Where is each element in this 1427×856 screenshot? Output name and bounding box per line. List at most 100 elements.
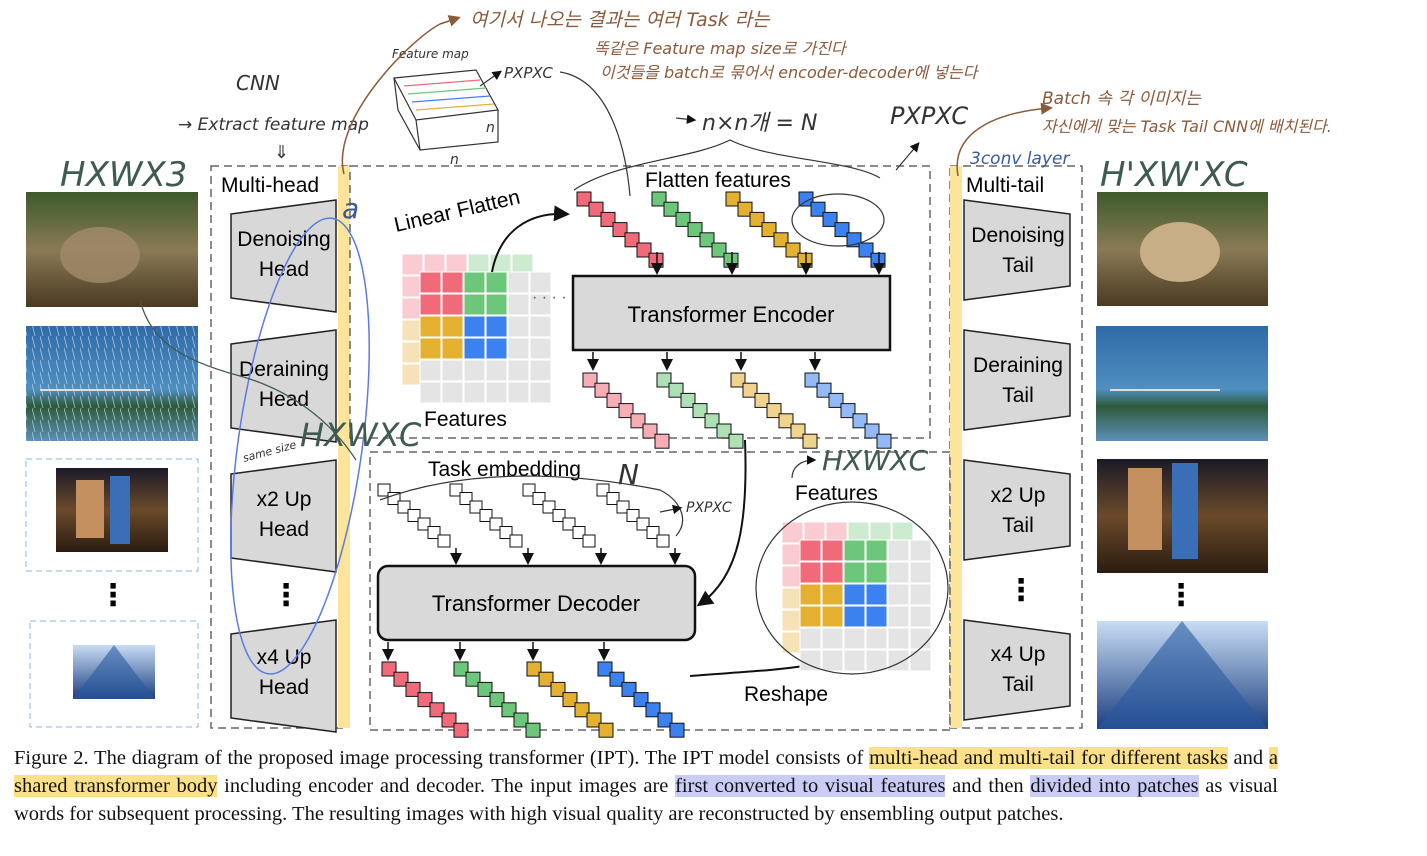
encoder-grid-cell xyxy=(463,293,486,316)
decoder-grid-back-cell xyxy=(781,521,804,544)
hw-brown-curve-1 xyxy=(341,15,461,175)
multi-tail-label: Multi-tail xyxy=(966,174,1044,197)
decoder-grid-cell xyxy=(887,539,910,562)
decoder-out-seq-1-patch xyxy=(501,702,517,718)
reshape-label: Reshape xyxy=(744,683,828,706)
decoder-grid-cell xyxy=(909,605,932,628)
decoder-grid-cell xyxy=(799,539,822,562)
encoder-grid-cell xyxy=(507,315,530,338)
rain-overlay xyxy=(26,326,198,441)
caption-highlight-multi-head: multi-head and multi-tail for different … xyxy=(869,747,1228,769)
x4-up-tail-line1: x4 Up xyxy=(991,643,1046,666)
task-embedding-seq-patch xyxy=(646,526,660,539)
deraining-tail: Deraining Tail xyxy=(963,329,1071,431)
hw-korean-1: 여기서 나오는 결과는 여러 Task 라는 xyxy=(470,9,771,31)
task-embedding-seq-patch xyxy=(572,526,586,539)
multi-head-label: Multi-head xyxy=(221,174,319,197)
x2-up-head-line2: Head xyxy=(259,518,309,541)
ipt-diagram: ⋮ ⋮ Multi-head Denoising Head Deraining … xyxy=(25,9,1332,738)
multi-head-block: Multi-head Denoising Head Deraining Head… xyxy=(210,165,350,733)
grid-dots: · · · · xyxy=(532,289,567,306)
decoder-grid-cell xyxy=(909,561,932,584)
decoder-grid-cell xyxy=(843,583,866,606)
encoder-grid-cell xyxy=(441,337,464,360)
encoder-out-seq-2-patch xyxy=(802,433,818,449)
task-embedding-seq-patch xyxy=(626,509,640,522)
decoder-grid-cell xyxy=(843,561,866,584)
flatten-seq-2-patch xyxy=(761,222,777,238)
hw-hxwxc-2: HXWXC xyxy=(822,444,929,477)
encoder-out-seq-3-patch xyxy=(876,433,892,449)
decoder-out-seq-2-patch xyxy=(586,712,602,728)
decoder-out-seq-0-patch xyxy=(393,671,409,687)
decoder-region: Task embedding Transformer Decoder Resha… xyxy=(369,439,951,738)
encoder-out-seq-0-patch xyxy=(582,372,598,388)
encoder-grid-cell xyxy=(485,337,508,360)
decoder-grid-cell xyxy=(865,605,888,628)
tail-ellipsis: ⋮ xyxy=(1006,574,1036,607)
decoder-out-seq-2-patch xyxy=(550,681,566,697)
encoder-grid-cell xyxy=(463,381,486,404)
encoder-grid-cell xyxy=(419,315,442,338)
decoder-output-sequences xyxy=(381,661,685,738)
encoder-grid-cell xyxy=(529,271,552,294)
task-embedding-seq-patch xyxy=(489,517,503,531)
decoder-grid-cell xyxy=(821,649,844,672)
caption-text-3: including encoder and decoder. The input… xyxy=(217,775,676,797)
flatten-seq-0-patch xyxy=(648,252,664,268)
task-embedding-seq-patch xyxy=(469,500,483,514)
x4-up-head-line2: Head xyxy=(259,676,309,699)
encoder-grid-cell xyxy=(441,359,464,382)
x4-up-tail-line2: Tail xyxy=(1002,673,1034,696)
decoder-out-seq-3-patch xyxy=(609,671,625,687)
hw-dark-path xyxy=(139,299,357,461)
encoder-out-seq-1-patch xyxy=(692,403,708,419)
decoder-out-seq-3-patch xyxy=(657,712,673,728)
encoder-grid-cell xyxy=(463,271,486,294)
encoder-grid-cell xyxy=(419,271,442,294)
hw-circle-blue-seq xyxy=(791,193,885,247)
encoder-out-seq-3-patch xyxy=(864,423,880,439)
hw-task-arrow xyxy=(659,504,683,515)
task-embedding-seq-patch xyxy=(582,534,596,548)
encoder-out-seq-0-patch xyxy=(618,403,634,419)
flatten-seq-1-patch xyxy=(663,201,679,217)
flatten-seq-3-patch xyxy=(810,201,826,217)
decoder-out-seq-0-patch xyxy=(417,692,433,708)
transformer-encoder-label: Transformer Encoder xyxy=(627,302,834,327)
encoder-out-seq-0-patch xyxy=(594,382,610,398)
linear-flatten-label: Linear Flatten xyxy=(392,186,522,237)
task-embedding-seq-patch xyxy=(437,534,451,548)
output-image-lake xyxy=(1096,326,1268,441)
encoder-grid-cell xyxy=(507,337,530,360)
task-embedding-arrows xyxy=(450,548,681,565)
task-embedding-seq-patch xyxy=(459,492,473,505)
flatten-seq-1-patch xyxy=(723,252,739,268)
multi-head-bar xyxy=(338,166,350,728)
decoder-feature-grid xyxy=(781,521,932,672)
decoder-out-seq-2-patch xyxy=(538,671,554,687)
encoder-out-seq-3-patch xyxy=(828,392,844,408)
encoder-out-seq-0-patch xyxy=(630,413,646,429)
decoder-grid-cell xyxy=(865,561,888,584)
hw-cnn: CNN xyxy=(236,71,280,95)
hw-extract: → Extract feature map xyxy=(178,115,369,135)
flatten-seq-3-patch xyxy=(822,211,838,227)
encoder-grid-cell xyxy=(441,271,464,294)
caption-text-5: as visual words for subsequent processin… xyxy=(14,775,1278,825)
decoder-grid-cell xyxy=(887,605,910,628)
encoder-grid-cell xyxy=(485,315,508,338)
denoising-tail-line2: Tail xyxy=(1002,254,1034,277)
deraining-tail-line2: Tail xyxy=(1002,384,1034,407)
x4-up-head-line1: x4 Up xyxy=(257,646,312,669)
denoising-head-shape xyxy=(230,199,337,313)
flatten-seq-0-patch xyxy=(636,242,652,258)
x2-up-head-shape xyxy=(230,459,337,573)
denoising-tail: Denoising Tail xyxy=(963,199,1071,301)
flatten-seq-2-patch xyxy=(725,191,741,207)
decoder-grid-cell xyxy=(799,561,822,584)
flatten-seq-0-patch xyxy=(576,191,592,207)
encoder-grid-back-cell xyxy=(401,253,424,276)
decoder-grid-cell xyxy=(799,605,822,628)
hw-blue-loop xyxy=(230,217,370,675)
